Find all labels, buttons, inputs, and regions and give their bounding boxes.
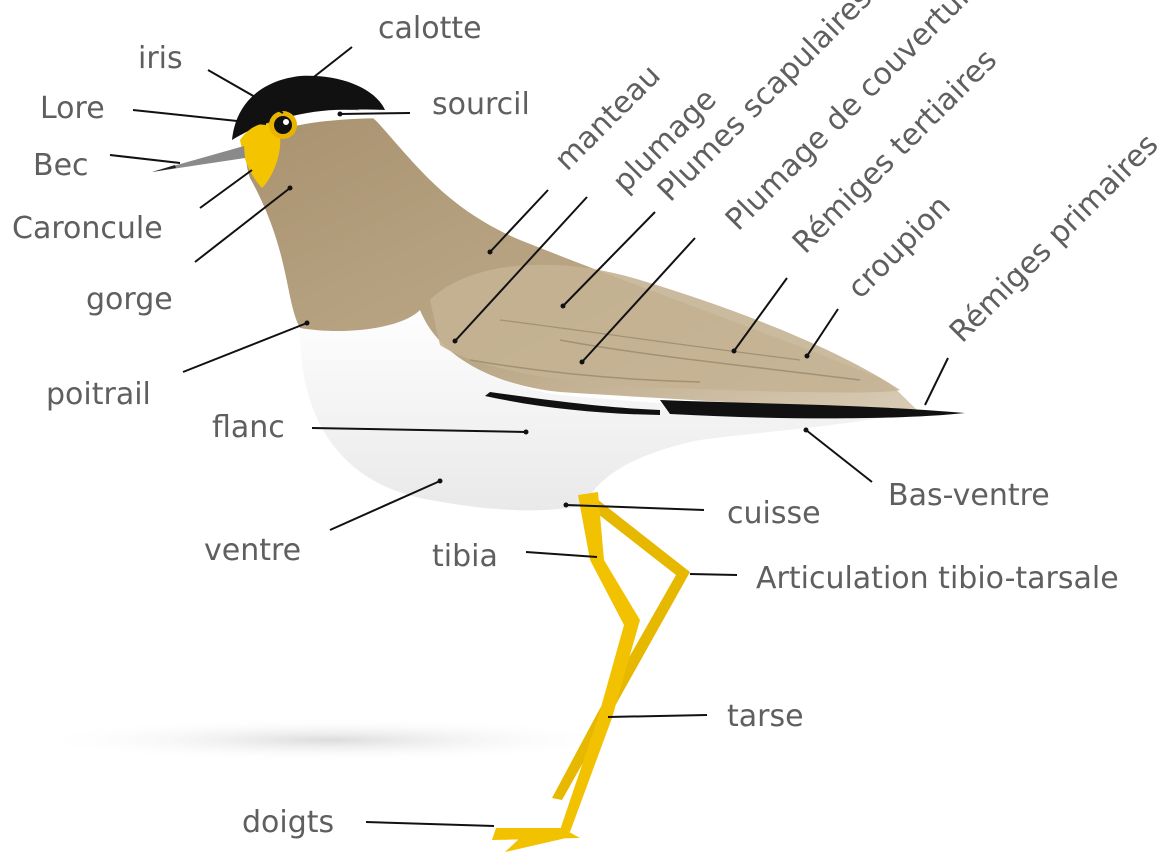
toes bbox=[492, 828, 580, 852]
label-lore: Lore bbox=[40, 91, 105, 126]
leader-doigts bbox=[366, 822, 494, 826]
label-cuisse: cuisse bbox=[727, 496, 821, 531]
label-bas-ventre: Bas-ventre bbox=[888, 478, 1050, 513]
anchor-dot bbox=[305, 321, 310, 326]
anchor-dot bbox=[805, 354, 810, 359]
label-doigts: doigts bbox=[242, 805, 334, 840]
leader-tibia bbox=[526, 552, 597, 557]
label-poitrail: poitrail bbox=[46, 377, 151, 412]
label-bec: Bec bbox=[33, 148, 89, 183]
anchor-dot bbox=[561, 304, 566, 309]
anchor-dot bbox=[524, 430, 529, 435]
eye-highlight bbox=[283, 119, 289, 125]
anchor-dot bbox=[453, 339, 458, 344]
anchor-dot bbox=[580, 360, 585, 365]
anchor-dot bbox=[488, 250, 493, 255]
leader-sourcil bbox=[340, 113, 410, 114]
beak-tip bbox=[152, 165, 176, 172]
leader-poitrail bbox=[183, 323, 307, 372]
label-ventre: ventre bbox=[204, 533, 301, 568]
label-calotte: calotte bbox=[378, 11, 482, 46]
anchor-dot bbox=[564, 503, 569, 508]
label-sourcil: sourcil bbox=[432, 87, 530, 122]
label-caroncule: Caroncule bbox=[12, 211, 163, 246]
leader-calotte bbox=[310, 47, 352, 80]
leader-articulation bbox=[690, 574, 737, 575]
leader-ventre bbox=[330, 481, 440, 530]
leader-bec bbox=[110, 155, 180, 163]
anchor-dot bbox=[288, 186, 293, 191]
leader-bas-ventre bbox=[806, 430, 872, 482]
anchor-dot bbox=[732, 349, 737, 354]
leader-tarse bbox=[608, 715, 707, 717]
leader-caroncule bbox=[200, 170, 252, 208]
anchor-dot bbox=[438, 479, 443, 484]
anchor-dot bbox=[338, 112, 343, 117]
ground-shadow bbox=[30, 718, 630, 762]
label-flanc: flanc bbox=[212, 410, 285, 445]
anchor-dot bbox=[804, 428, 809, 433]
leader-remiges-primaires bbox=[925, 358, 948, 405]
label-articulation: Articulation tibio-tarsale bbox=[756, 561, 1119, 596]
eye bbox=[274, 116, 292, 134]
label-remiges-primaires: Rémiges primaires bbox=[943, 127, 1165, 349]
label-tibia: tibia bbox=[432, 539, 498, 574]
label-gorge: gorge bbox=[86, 282, 173, 317]
label-iris: iris bbox=[138, 41, 183, 76]
label-tarse: tarse bbox=[727, 699, 804, 734]
